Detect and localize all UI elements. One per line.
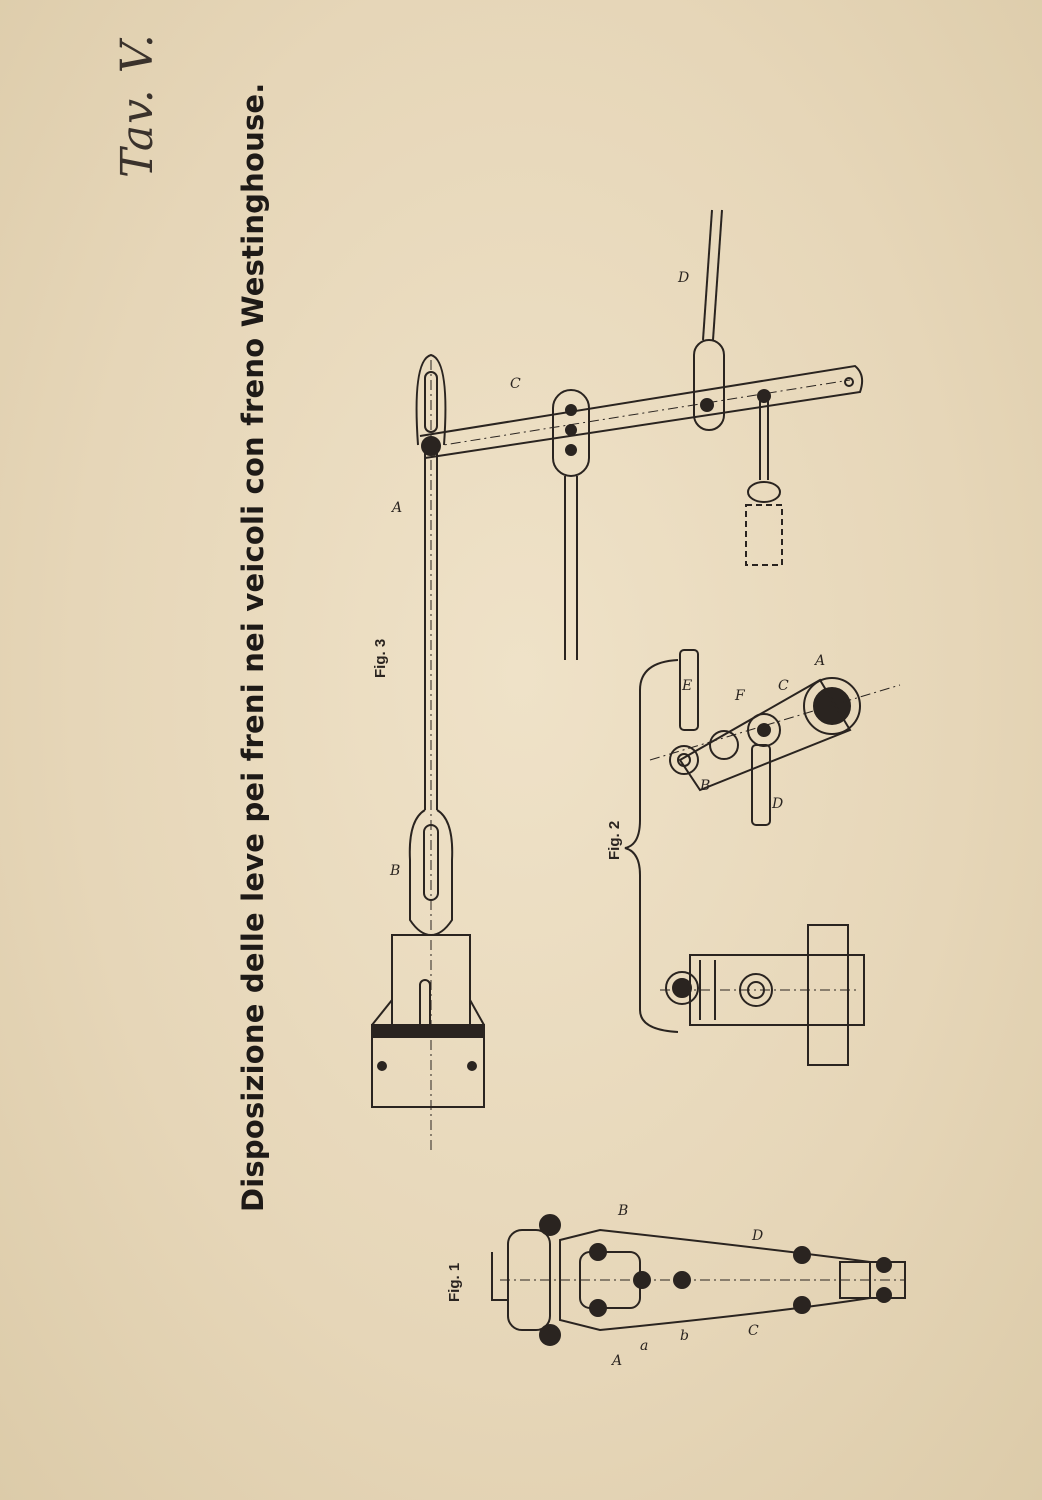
fig-2-part-b: B	[699, 778, 710, 794]
fig-1-drawing	[491, 1214, 906, 1346]
fig-2-drawing	[624, 649, 901, 1066]
fig-3-part-d: D	[677, 270, 689, 286]
fig-2-part-f: F	[734, 688, 746, 704]
fig-1-part-b-upper: B	[617, 1203, 628, 1219]
fig-3-part-c: C	[510, 376, 521, 392]
fig-2-part-c: C	[778, 678, 789, 694]
fig-2-part-d: D	[771, 796, 783, 812]
fig-1-part-a-upper: A	[610, 1353, 622, 1369]
fig-3-part-b: B	[389, 863, 400, 879]
fig-1-part-b-lower: b	[680, 1328, 689, 1344]
fig-3-drawing	[371, 209, 864, 1150]
fig-1-part-c: C	[748, 1323, 759, 1339]
fig-1-part-a-lower: a	[640, 1338, 648, 1354]
fig-3-part-a: A	[390, 500, 402, 516]
fig-2-part-a: A	[813, 653, 825, 669]
fig-1-part-d: D	[751, 1228, 763, 1244]
fig-2-part-e: E	[681, 678, 692, 694]
